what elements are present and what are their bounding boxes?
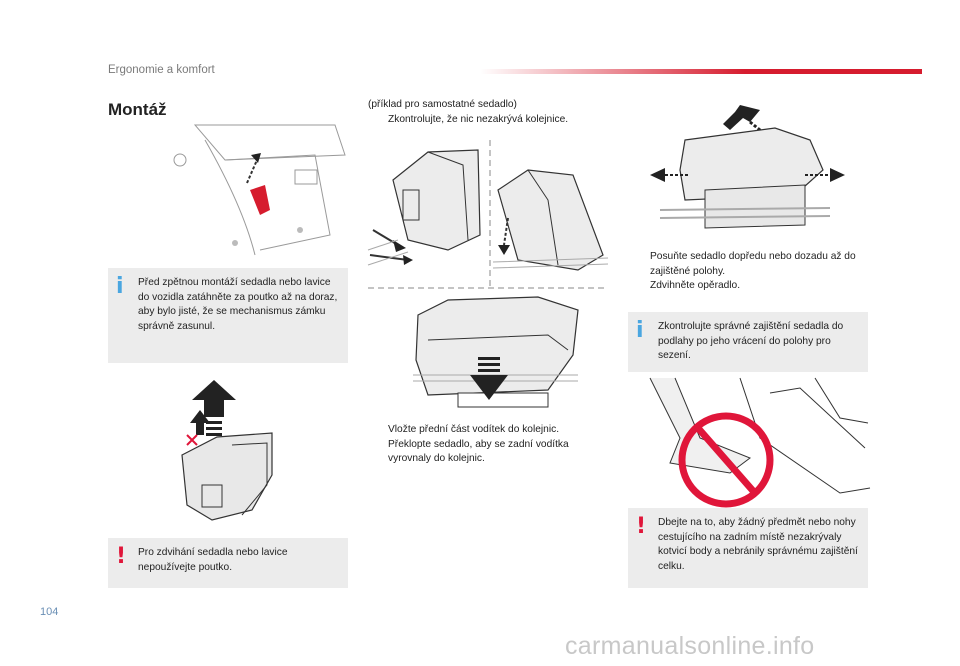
warning-icon: ! [116,544,127,569]
warning-icon: ! [636,514,647,539]
illustration-seat-lift [181,380,273,521]
insert-guides-steps: Vložte přední část vodítek do kolejnic. … [368,423,608,467]
step-tilt-seat: Překlopte sedadlo, aby se zadní vodítka … [368,438,608,467]
illustration-seat-press-down [413,296,579,408]
illustration-latch-pull [173,124,346,256]
info-box-text: Zkontrolujte správné zajištění sedadla d… [658,321,844,362]
warning-box-obstruction: ! Dbejte na to, aby žádný předmět nebo n… [628,508,868,588]
info-icon: i [636,318,644,343]
step-slide-text: Posuňte sedadlo dopředu nebo dozadu až d… [650,251,856,277]
warning-box-text: Dbejte na to, aby žádný předmět nebo noh… [658,517,858,572]
info-icon: i [116,274,124,299]
info-box-locking: i Zkontrolujte správné zajištění sedadla… [628,312,868,372]
illustration-seat-slide [650,105,845,229]
slide-seat-steps: Posuňte sedadlo dopředu nebo dozadu až d… [630,250,870,294]
warning-box-strap: ! Pro zdvihání sedadla nebo lavice nepou… [108,538,348,588]
check-rails-text: Zkontrolujte, že nic nezakrývá kolejnice… [388,113,569,125]
illustration-insert-guides [367,140,609,290]
step-slide: Posuňte sedadlo dopředu nebo dozadu až d… [630,250,870,279]
info-box-strap: i Před zpětnou montáží sedadla nebo lavi… [108,268,348,363]
step-raise-backrest-text: Zdvihněte opěradlo. [650,280,741,292]
check-rails-step: Zkontrolujte, že nic nezakrývá kolejnice… [368,113,608,128]
step-insert-front-text: Vložte přední část vodítek do kolejnic. [388,424,560,435]
example-note: (příklad pro samostatné sedadlo) Zkontro… [368,98,608,127]
example-intro: (příklad pro samostatné sedadlo) [368,99,517,110]
warning-box-text: Pro zdvihání sedadla nebo lavice nepouží… [138,547,288,573]
step-tilt-seat-text: Překlopte sedadlo, aby se zadní vodítka … [388,438,569,465]
step-raise-backrest: Zdvihněte opěradlo. [630,279,870,294]
watermark: carmanualsonline.info [565,632,815,660]
section-header: Ergonomie a komfort [108,64,215,76]
illustration-no-feet-on-anchors [649,377,871,508]
info-box-text: Před zpětnou montáží sedadla nebo lavice… [138,277,338,332]
page-number: 104 [40,606,59,618]
step-insert-front: Vložte přední část vodítek do kolejnic. [368,423,608,438]
page-title: Montáž [108,100,167,119]
header-accent-bar [480,69,922,74]
